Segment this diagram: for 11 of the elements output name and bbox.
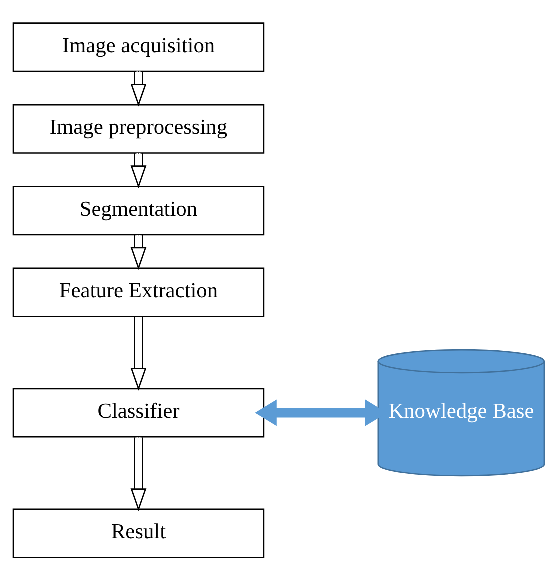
arrow [130,71,147,106]
arrow [130,234,147,270]
node-box: Feature Extraction [12,267,265,317]
node-box: Segmentation [12,186,265,236]
node-box: Classifier [12,388,265,438]
arrow [130,152,147,188]
node-box: Image acquisition [12,22,265,72]
arrow [130,316,147,390]
node-box: Image preprocessing [12,104,265,154]
node-box: Result [12,508,265,558]
arrow [130,437,147,511]
